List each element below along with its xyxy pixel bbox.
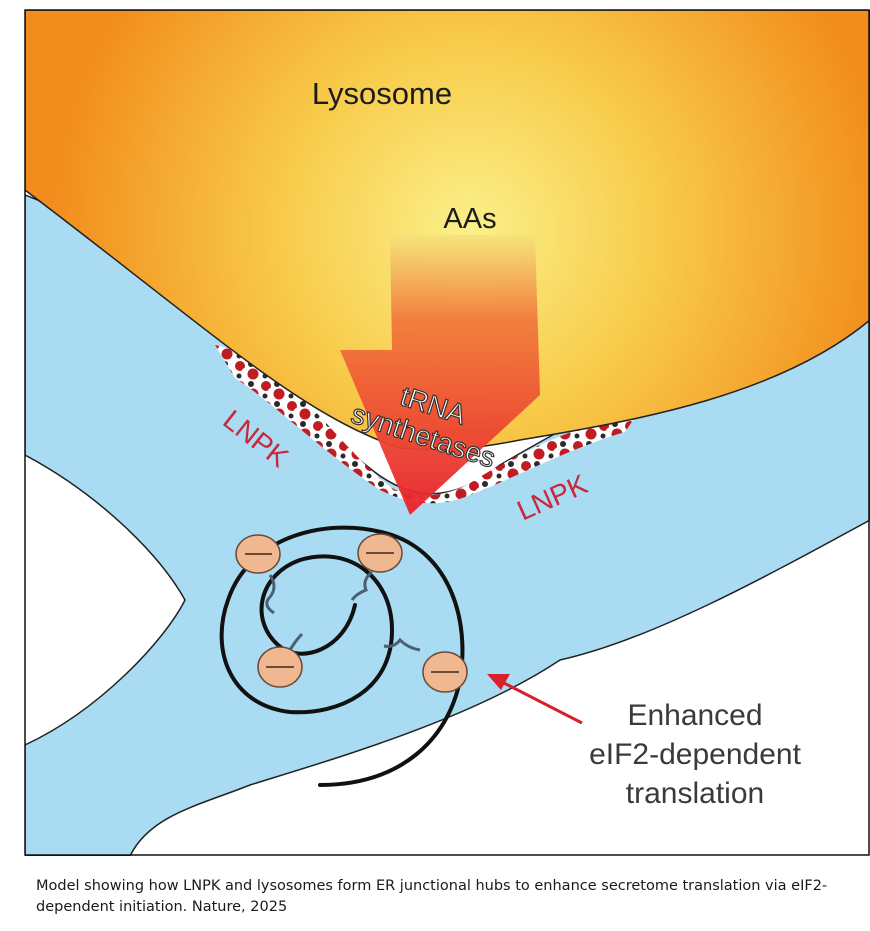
enhanced-label-line2: eIF2-dependent xyxy=(589,738,801,771)
caption-line-1: Model showing how LNPK and lysosomes for… xyxy=(36,878,828,894)
trna-synthetase-cluster xyxy=(215,345,640,504)
amino-acid-flow-arrow xyxy=(340,235,540,515)
ribosome xyxy=(383,637,468,693)
pointer-arrowhead xyxy=(487,674,510,690)
lysosome-label: Lysosome xyxy=(312,76,452,111)
pointer-arrow xyxy=(501,680,583,725)
ribosome xyxy=(235,534,281,615)
enhanced-label-line3: translation xyxy=(626,777,764,810)
ribosome xyxy=(257,632,304,688)
enhanced-label-line1: Enhanced xyxy=(627,699,762,732)
figure-caption: Model showing how LNPK and lysosomes for… xyxy=(36,876,836,918)
caption-line-2: dependent initiation. Nature, 2025 xyxy=(36,899,288,915)
mrna-spiral xyxy=(219,525,465,787)
ribosome xyxy=(350,533,403,601)
figure-frame xyxy=(24,9,870,856)
amino-acids-label: AAs xyxy=(443,203,496,235)
